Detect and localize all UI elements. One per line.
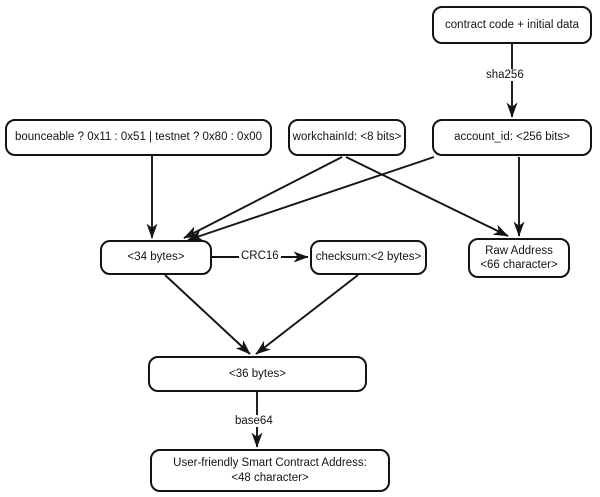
node-36-bytes-label: <36 bytes> — [229, 367, 286, 380]
node-workchain-id[interactable]: workchainId: <8 bits> — [288, 119, 406, 156]
edge-workchain-to-rawaddress — [345, 156, 509, 237]
edge-checksum-to-36bytes — [255, 274, 359, 355]
edge-34bytes-to-36bytes — [164, 274, 251, 355]
node-raw-address-label: Raw Address — [485, 244, 553, 257]
node-contract-code[interactable]: contract code + initial data — [432, 6, 592, 44]
edge-label-sha256: sha256 — [484, 69, 526, 81]
node-user-friendly-address[interactable]: User-friendly Smart Contract Address: <4… — [150, 449, 390, 492]
node-bounceable-flags[interactable]: bounceable ? 0x11 : 0x51 | testnet ? 0x8… — [5, 119, 272, 156]
node-checksum-label: checksum:<2 bytes> — [315, 251, 422, 264]
node-raw-address-length: <66 character> — [480, 259, 558, 271]
node-account-id[interactable]: account_id: <256 bits> — [432, 119, 592, 156]
edge-label-crc16: CRC16 — [239, 250, 281, 262]
node-36-bytes[interactable]: <36 bytes> — [148, 356, 367, 392]
edge-label-base64: base64 — [233, 415, 275, 427]
node-workchain-id-label: workchainId: <8 bits> — [292, 131, 402, 144]
node-contract-code-label: contract code + initial data — [445, 18, 579, 31]
node-raw-address[interactable]: Raw Address <66 character> — [468, 238, 570, 278]
node-bounceable-flags-label: bounceable ? 0x11 : 0x51 | testnet ? 0x8… — [14, 131, 262, 144]
node-account-id-label: account_id: <256 bits> — [454, 131, 570, 144]
node-checksum[interactable]: checksum:<2 bytes> — [310, 240, 427, 275]
node-34-bytes[interactable]: <34 bytes> — [100, 240, 212, 275]
edge-accountid-to-34bytes — [187, 156, 435, 241]
node-34-bytes-label: <34 bytes> — [127, 251, 185, 264]
node-user-friendly-address-label: User-friendly Smart Contract Address: — [173, 457, 367, 470]
edge-workchain-to-34bytes — [183, 156, 343, 239]
node-user-friendly-address-length: <48 character> — [231, 471, 309, 484]
